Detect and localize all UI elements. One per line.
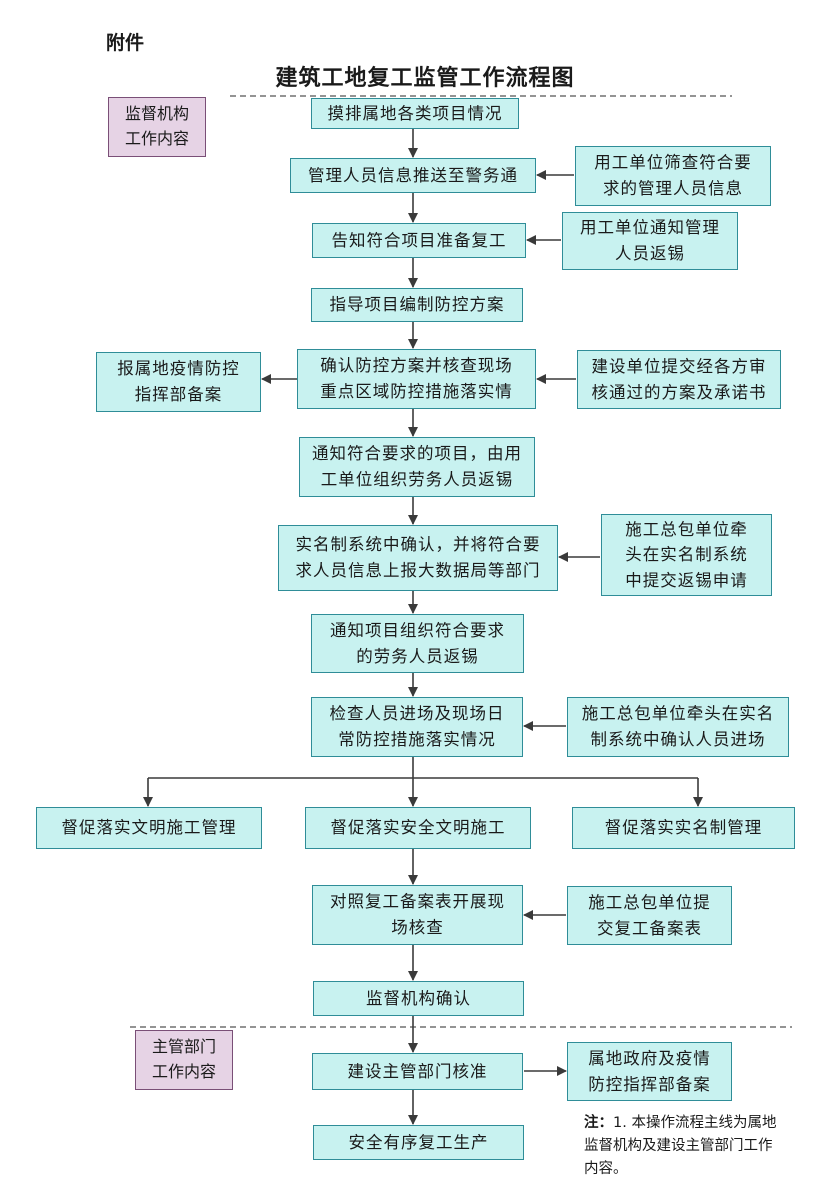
footnote: 注：1. 本操作流程主线为属地监督机构及建设主管部门工作内容。 bbox=[584, 1112, 784, 1182]
branch-safety-construction: 督促落实安全文明施工 bbox=[305, 807, 531, 849]
input-text: 施工总包单位牵 头在实名制系统 中提交返锡申请 bbox=[625, 519, 748, 590]
section-tag-label: 监督机构 工作内容 bbox=[124, 104, 189, 148]
footnote-text: 1. 本操作流程主线为属地监督机构及建设主管部门工作内容。 bbox=[584, 1115, 777, 1178]
input-submit-plan: 建设单位提交经各方审 核通过的方案及承诺书 bbox=[577, 350, 781, 409]
flow-step-text: 建设主管部门核准 bbox=[347, 1061, 488, 1081]
input-return-application: 施工总包单位牵 头在实名制系统 中提交返锡申请 bbox=[601, 514, 772, 596]
flow-step-text: 安全有序复工生产 bbox=[348, 1132, 489, 1152]
flow-step-text: 摸排属地各类项目情况 bbox=[327, 103, 503, 123]
output-text: 属地政府及疫情 防控指挥部备案 bbox=[588, 1048, 711, 1094]
flow-step-push-manager-info: 管理人员信息推送至警务通 bbox=[290, 158, 536, 193]
flow-step-text: 对照复工备案表开展现 场核查 bbox=[330, 892, 505, 937]
input-confirm-entry: 施工总包单位牵头在实名 制系统中确认人员进场 bbox=[567, 697, 789, 757]
flow-step-notify-return: 通知符合要求的项目，由用 工单位组织劳务人员返锡 bbox=[299, 437, 535, 497]
branch-text: 督促落实安全文明施工 bbox=[330, 818, 506, 838]
flow-step-text: 指导项目编制防控方案 bbox=[329, 295, 505, 315]
flow-step-survey-projects: 摸排属地各类项目情况 bbox=[311, 98, 519, 129]
flow-step-guide-plan: 指导项目编制防控方案 bbox=[311, 288, 523, 322]
flow-step-organize-workers: 通知项目组织符合要求 的劳务人员返锡 bbox=[311, 614, 524, 673]
flow-step-text: 通知符合要求的项目，由用 工单位组织劳务人员返锡 bbox=[312, 444, 522, 489]
page-title: 建筑工地复工监管工作流程图 bbox=[275, 66, 575, 91]
input-submit-record: 施工总包单位提 交复工备案表 bbox=[567, 886, 732, 945]
flow-step-onsite-verify: 对照复工备案表开展现 场核查 bbox=[312, 885, 523, 945]
flow-step-realname-confirm: 实名制系统中确认，并将符合要 求人员信息上报大数据局等部门 bbox=[278, 525, 558, 591]
flow-step-text: 实名制系统中确认，并将符合要 求人员信息上报大数据局等部门 bbox=[295, 535, 541, 580]
attachment-label: 附件 bbox=[106, 32, 145, 54]
flow-step-text: 通知项目组织符合要求 的劳务人员返锡 bbox=[330, 620, 505, 666]
input-notify-managers: 用工单位通知管理 人员返锡 bbox=[562, 212, 738, 270]
flow-step-text: 监督机构确认 bbox=[366, 988, 471, 1008]
footnote-lead: 注： bbox=[584, 1115, 613, 1131]
flow-step-authority-approve: 建设主管部门核准 bbox=[312, 1053, 523, 1090]
input-text: 施工总包单位牵头在实名 制系统中确认人员进场 bbox=[581, 704, 775, 749]
flow-step-text: 确认防控方案并核查现场 重点区域防控措施落实情 bbox=[320, 356, 513, 401]
flow-step-notify-prepare: 告知符合项目准备复工 bbox=[312, 223, 526, 258]
flow-step-resume-production: 安全有序复工生产 bbox=[313, 1125, 524, 1160]
section-tag-authority: 主管部门 工作内容 bbox=[135, 1030, 233, 1090]
section-tag-supervision: 监督机构 工作内容 bbox=[108, 97, 206, 157]
flow-step-supervision-confirm: 监督机构确认 bbox=[313, 981, 524, 1016]
flow-step-text: 告知符合项目准备复工 bbox=[331, 230, 507, 250]
output-report-local-hq: 报属地疫情防控 指挥部备案 bbox=[96, 352, 261, 412]
section-tag-label: 主管部门 工作内容 bbox=[151, 1037, 216, 1081]
branch-text: 督促落实文明施工管理 bbox=[61, 818, 237, 838]
input-text: 建设单位提交经各方审 核通过的方案及承诺书 bbox=[591, 356, 767, 402]
flow-step-text: 管理人员信息推送至警务通 bbox=[308, 165, 518, 185]
output-text: 报属地疫情防控 指挥部备案 bbox=[117, 359, 240, 404]
flow-step-text: 检查人员进场及现场日 常防控措施落实情况 bbox=[329, 704, 505, 749]
flow-step-confirm-plan: 确认防控方案并核查现场 重点区域防控措施落实情 bbox=[297, 349, 536, 409]
branch-text: 督促落实实名制管理 bbox=[604, 818, 763, 838]
branch-civilized-construction: 督促落实文明施工管理 bbox=[36, 807, 262, 849]
branch-realname-management: 督促落实实名制管理 bbox=[572, 807, 795, 849]
input-text: 用工单位通知管理 人员返锡 bbox=[580, 218, 720, 263]
input-text: 施工总包单位提 交复工备案表 bbox=[588, 892, 711, 938]
input-text: 用工单位筛查符合要 求的管理人员信息 bbox=[594, 153, 752, 198]
output-report-government: 属地政府及疫情 防控指挥部备案 bbox=[567, 1042, 732, 1101]
input-screen-managers: 用工单位筛查符合要 求的管理人员信息 bbox=[575, 146, 771, 206]
flow-step-check-entry: 检查人员进场及现场日 常防控措施落实情况 bbox=[311, 697, 523, 757]
